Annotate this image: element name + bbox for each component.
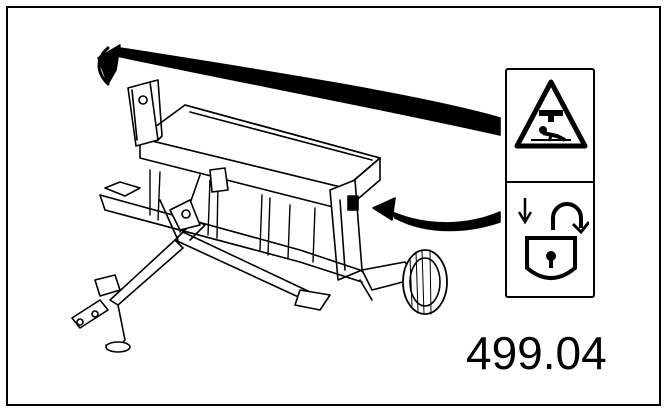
- safety-label: [505, 68, 595, 298]
- label-divider: [507, 181, 593, 183]
- hitch: [94, 274, 121, 297]
- lock-hydraulic-safety-icon: [517, 198, 589, 280]
- figure-number: 499.04: [466, 327, 607, 379]
- crushing-hazard-warning-icon: [514, 79, 588, 149]
- drawbar: [109, 239, 184, 306]
- pointer-arrow-bottom: [391, 211, 501, 232]
